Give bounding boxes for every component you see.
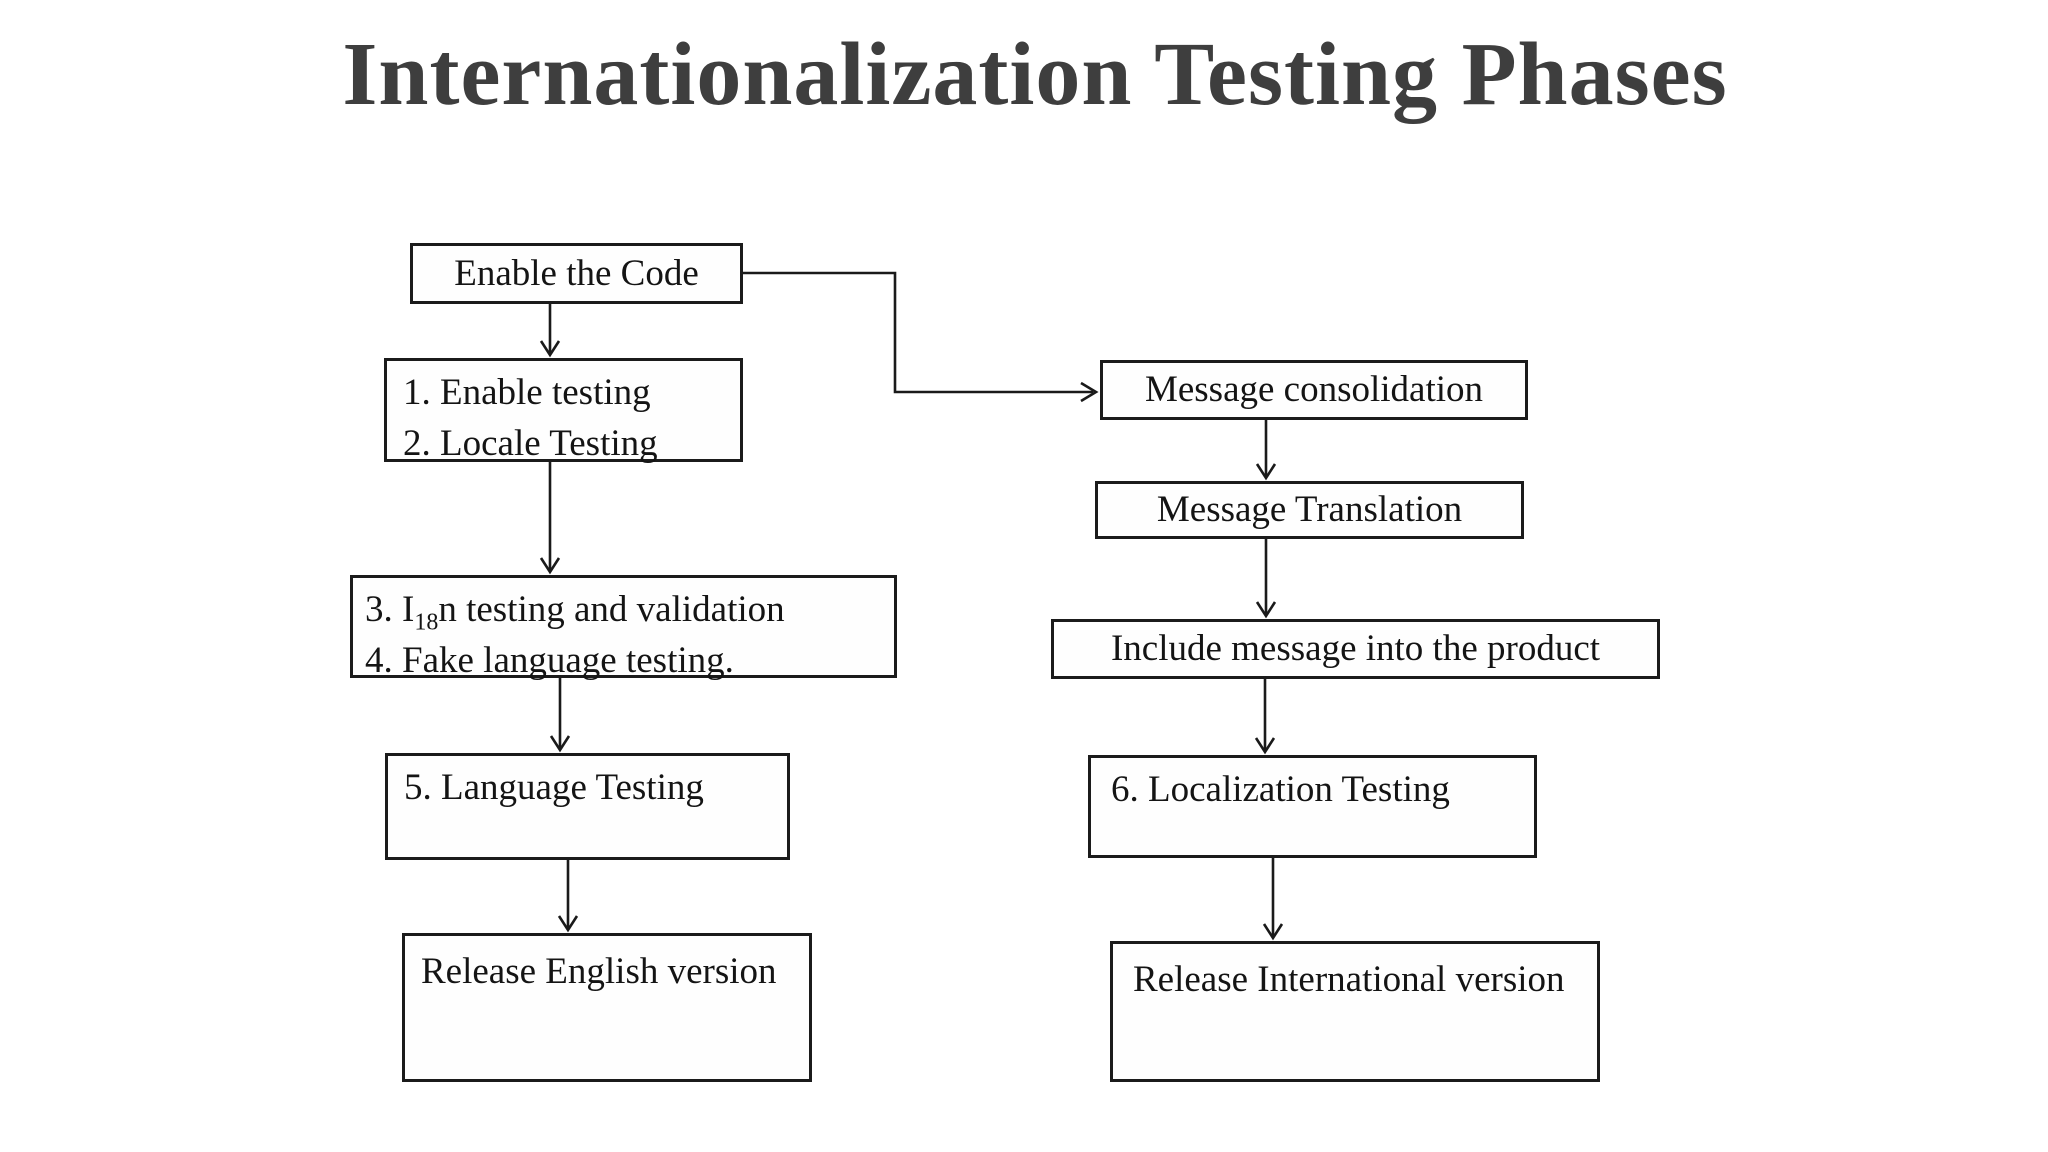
- node-release-international: Release International version: [1110, 941, 1600, 1082]
- page-title: Internationalization Testing Phases: [11, 18, 2048, 132]
- node-steps-3-4: 3. I18n testing and validation 4. Fake l…: [350, 575, 897, 681]
- release-international-label: Release International version: [1133, 959, 1565, 1000]
- node-steps-1-2: 1. Enable testing 2. Locale Testing: [384, 358, 743, 464]
- step-3-subscript: 18: [414, 609, 439, 636]
- arrowhead-step5-to-release-english: [557, 915, 579, 933]
- node-release-english: Release English version: [402, 933, 812, 1082]
- arrow-enable-to-consolidation: [743, 271, 1093, 394]
- step-5-label: 5. Language Testing: [404, 767, 704, 808]
- step-4-label: 4. Fake language testing.: [365, 640, 734, 682]
- page-title-line2: Phases: [1461, 25, 1728, 124]
- arrowhead-steps34-to-step5: [549, 735, 571, 753]
- node-message-consolidation: Message consolidation: [1100, 360, 1528, 420]
- release-english-label: Release English version: [421, 951, 777, 992]
- step-1-label: 1. Enable testing: [403, 372, 651, 413]
- arrowhead-step6-to-release-intl: [1262, 923, 1284, 941]
- page-title-line1: Internationalization Testing: [342, 25, 1439, 124]
- arrowhead-include-to-step6: [1254, 737, 1276, 755]
- node-enable-the-code: Enable the Code: [410, 243, 743, 304]
- step-2-label: 2. Locale Testing: [403, 423, 658, 465]
- arrowhead-enable-to-steps12: [539, 340, 561, 358]
- include-message-label: Include message into the product: [1110, 628, 1601, 670]
- arrowhead-consolidation-to-translation: [1255, 463, 1277, 481]
- node-enable-the-code-label: Enable the Code: [454, 252, 699, 294]
- message-translation-label: Message Translation: [1156, 489, 1463, 531]
- step-3-label: 3. I18n testing and validation: [365, 589, 785, 636]
- arrowhead-steps12-to-steps34: [539, 557, 561, 575]
- node-step-6: 6. Localization Testing: [1088, 755, 1537, 858]
- step-6-label: 6. Localization Testing: [1111, 769, 1450, 810]
- node-message-translation: Message Translation: [1095, 481, 1524, 539]
- arrowhead-translation-to-include: [1255, 601, 1277, 619]
- node-step-5: 5. Language Testing: [385, 753, 790, 860]
- node-include-message: Include message into the product: [1051, 619, 1660, 679]
- arrowhead-enable-to-consolidation: [1080, 381, 1099, 403]
- message-consolidation-label: Message consolidation: [1144, 369, 1484, 411]
